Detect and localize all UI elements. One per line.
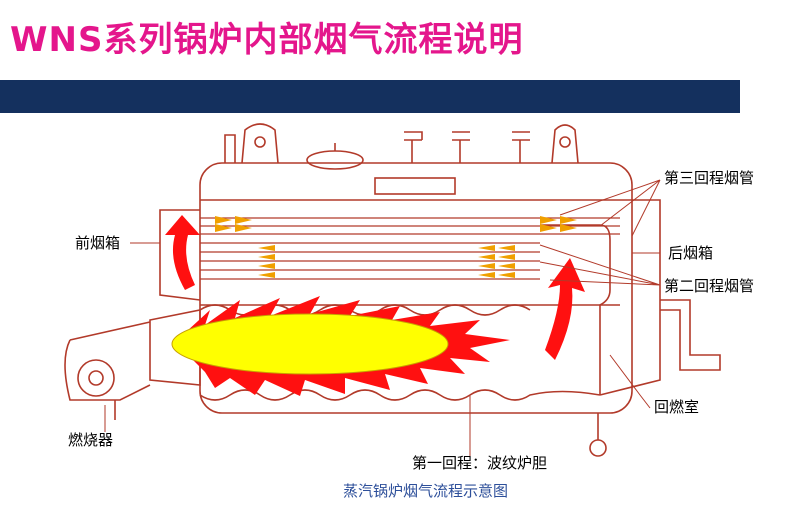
front-turn-arrow [165, 215, 200, 290]
combustion-chamber [540, 224, 611, 395]
label-combustion-chamber: 回燃室 [654, 398, 699, 416]
diagram-caption: 蒸汽锅炉烟气流程示意图 [343, 482, 508, 500]
flue-tubes [200, 217, 620, 280]
tube-flow-arrows [215, 216, 577, 278]
label-rear-box: 后烟箱 [668, 244, 713, 262]
boiler-shell [199, 162, 633, 414]
flow-arrows [165, 215, 585, 360]
front-smoke-box [159, 209, 201, 301]
label-third-pass: 第三回程烟管 [664, 169, 754, 187]
burner-housing [149, 309, 201, 386]
label-first-pass: 第一回程：波纹炉胆 [412, 454, 547, 472]
flue-outlet [660, 299, 721, 371]
burner-fan [77, 359, 115, 397]
leader-lines [104, 179, 661, 458]
label-burner: 燃烧器 [68, 431, 113, 449]
rear-turn-arrow [545, 258, 585, 360]
flame-core [171, 313, 449, 375]
rear-smoke-box [599, 199, 661, 396]
page-title: WNS系列锅炉内部烟气流程说明 [10, 20, 524, 60]
label-second-pass: 第二回程烟管 [664, 277, 754, 295]
label-front-box: 前烟箱 [75, 234, 120, 252]
header-bar [0, 80, 740, 113]
